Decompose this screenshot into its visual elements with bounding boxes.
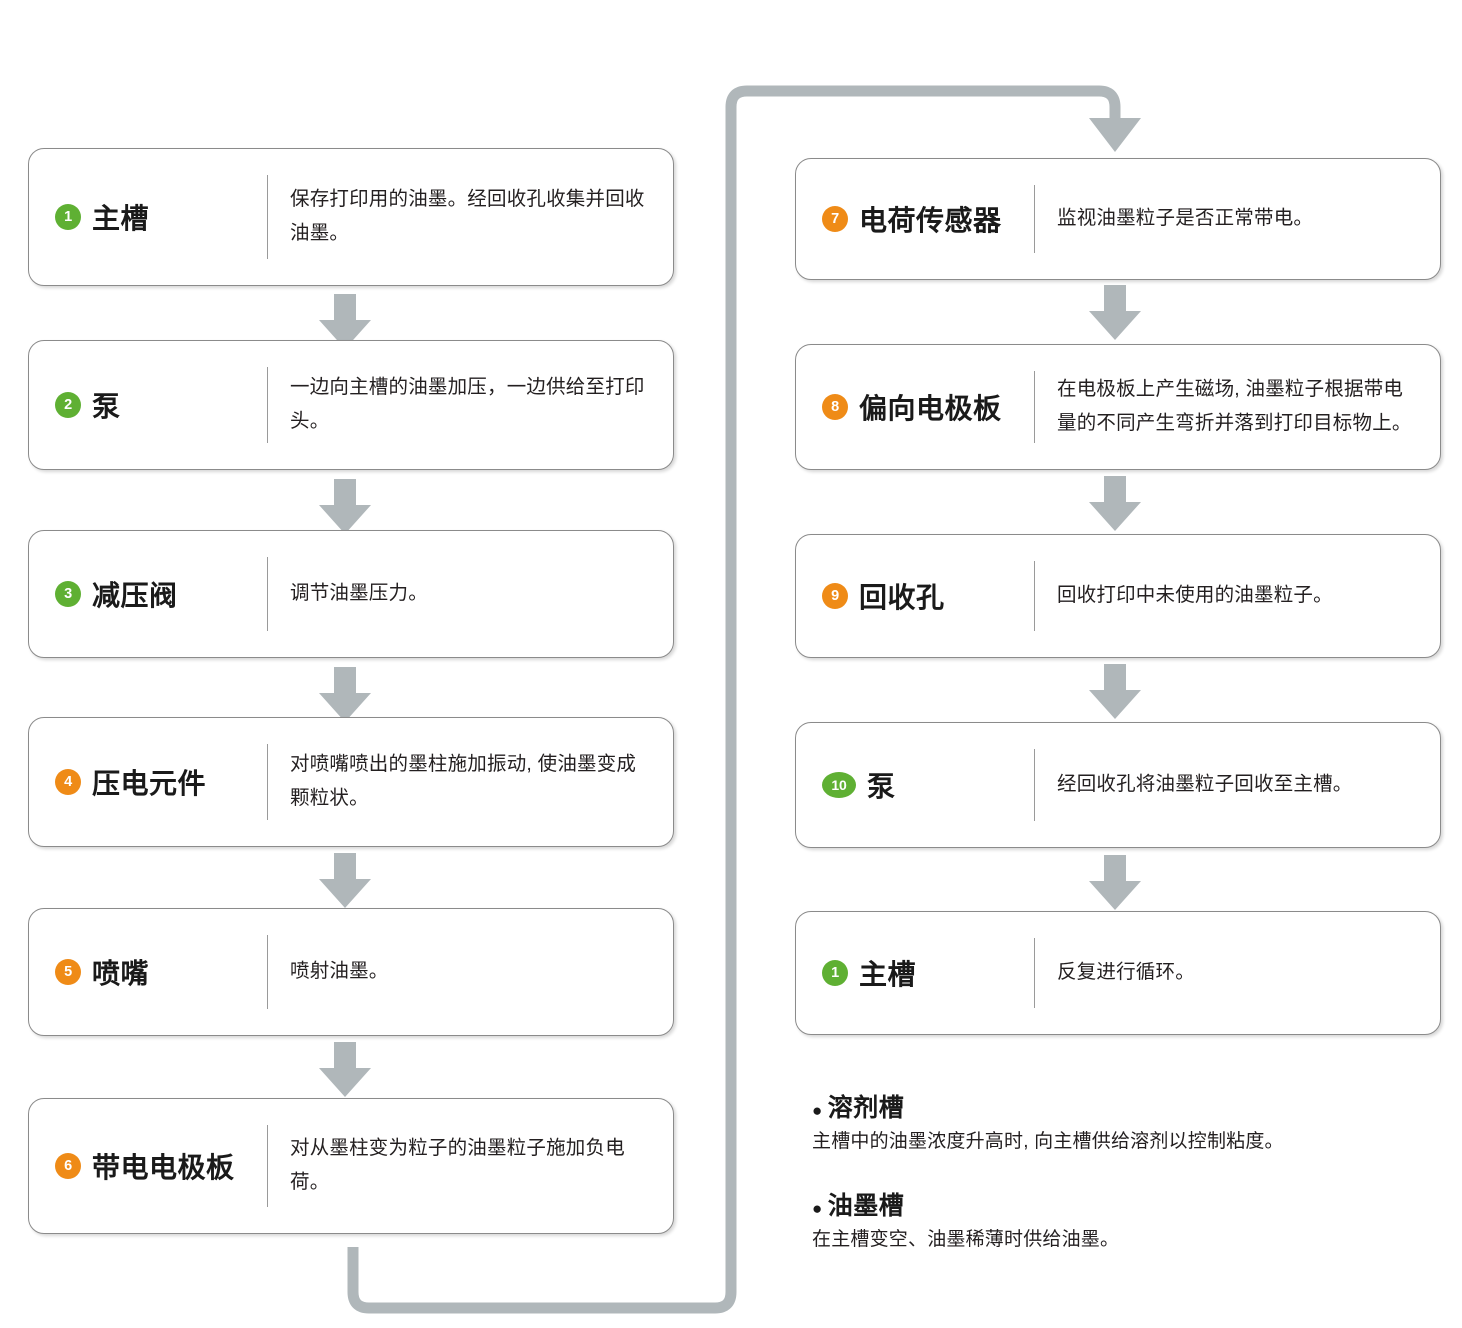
note-body: 在主槽变空、油墨稀薄时供给油墨。 — [812, 1229, 1120, 1250]
step-card-7[interactable]: 7 电荷传感器 监视油墨粒子是否正常带电。 — [795, 158, 1441, 280]
step-number-badge: 2 — [55, 392, 81, 418]
card-divider — [267, 175, 268, 259]
step-description-area: 反复进行循环。 — [1035, 912, 1440, 1034]
card-divider — [267, 935, 268, 1009]
step-title: 泵 — [92, 391, 121, 422]
card-divider — [1034, 749, 1035, 821]
step-title: 偏向电极板 — [859, 393, 1002, 424]
step-description: 回收打印中未使用的油墨粒子。 — [1057, 584, 1333, 607]
step-card-4[interactable]: 4 压电元件 对喷嘴喷出的墨柱施加振动, 使油墨变成颗粒状。 — [28, 717, 674, 847]
card-divider — [1034, 185, 1035, 253]
step-number-badge: 1 — [55, 204, 81, 230]
step-description-area: 回收打印中未使用的油墨粒子。 — [1035, 535, 1440, 657]
step-card-8-heading: 8 偏向电极板 — [796, 345, 1034, 469]
step-number-badge: 1 — [822, 960, 848, 986]
card-divider — [267, 367, 268, 443]
step-card-1-heading: 1 主槽 — [29, 149, 267, 285]
card-divider — [267, 1125, 268, 1207]
step-card-10[interactable]: 10 泵 经回收孔将油墨粒子回收至主槽。 — [795, 722, 1441, 848]
note-ink-tank: ● 油墨槽 在主槽变空、油墨稀薄时供给油墨。 — [812, 1186, 1462, 1255]
step-number-badge: 9 — [822, 583, 848, 609]
step-card-3-heading: 3 减压阀 — [29, 531, 267, 657]
step-description: 对喷嘴喷出的墨柱施加振动, 使油墨变成颗粒状。 — [290, 753, 637, 809]
step-description: 调节油墨压力。 — [290, 582, 428, 605]
note-solvent-tank: ● 溶剂槽 主槽中的油墨浓度升高时, 向主槽供给溶剂以控制粘度。 — [812, 1088, 1462, 1157]
step-title: 带电电极板 — [92, 1152, 235, 1183]
step-card-2-heading: 2 泵 — [29, 341, 267, 469]
arrow-step-5-to-6 — [319, 1042, 371, 1097]
step-card-3[interactable]: 3 减压阀 调节油墨压力。 — [28, 530, 674, 658]
step-description: 监视油墨粒子是否正常带电。 — [1057, 207, 1314, 230]
step-description-area: 调节油墨压力。 — [268, 531, 673, 657]
bullet-icon: ● — [812, 1199, 823, 1218]
step-number-badge: 3 — [55, 581, 81, 607]
step-description: 反复进行循环。 — [1057, 961, 1195, 984]
step-card-9-heading: 9 回收孔 — [796, 535, 1034, 657]
step-title: 减压阀 — [92, 580, 178, 611]
step-title: 主槽 — [859, 959, 917, 990]
arrow-step-7-to-8 — [1089, 285, 1141, 340]
step-number-badge: 10 — [822, 772, 856, 798]
step-card-8[interactable]: 8 偏向电极板 在电极板上产生磁场, 油墨粒子根据带电量的不同产生弯折并落到打印… — [795, 344, 1441, 470]
step-description-area: 喷射油墨。 — [268, 909, 673, 1035]
step-description: 经回收孔将油墨粒子回收至主槽。 — [1057, 773, 1353, 796]
step-description: 在电极板上产生磁场, 油墨粒子根据带电量的不同产生弯折并落到打印目标物上。 — [1057, 378, 1412, 434]
arrow-step-3-to-4 — [319, 667, 371, 722]
note-ink-tank-heading: ● 油墨槽 — [812, 1186, 1462, 1222]
step-description: 保存打印用的油墨。经回收孔收集并回收油墨。 — [290, 188, 645, 244]
step-card-1[interactable]: 1 主槽 保存打印用的油墨。经回收孔收集并回收油墨。 — [28, 148, 674, 286]
step-card-7-heading: 7 电荷传感器 — [796, 159, 1034, 279]
wrap-connector-arrowhead — [1089, 118, 1141, 152]
arrow-step-9-to-10 — [1089, 664, 1141, 719]
step-card-2[interactable]: 2 泵 一边向主槽的油墨加压，一边供给至打印头。 — [28, 340, 674, 470]
step-card-11-heading: 1 主槽 — [796, 912, 1034, 1034]
step-description-area: 保存打印用的油墨。经回收孔收集并回收油墨。 — [268, 149, 673, 285]
step-number-badge: 4 — [55, 769, 81, 795]
step-description-area: 一边向主槽的油墨加压，一边供给至打印头。 — [268, 341, 673, 469]
step-title: 电荷传感器 — [859, 205, 1002, 236]
step-card-10-heading: 10 泵 — [796, 723, 1034, 847]
step-title: 泵 — [867, 771, 896, 802]
card-divider — [267, 557, 268, 631]
card-divider — [267, 744, 268, 820]
step-description: 喷射油墨。 — [290, 960, 389, 983]
step-card-5[interactable]: 5 喷嘴 喷射油墨。 — [28, 908, 674, 1036]
step-title: 压电元件 — [92, 768, 207, 799]
card-divider — [1034, 561, 1035, 631]
step-card-11-main-tank[interactable]: 1 主槽 反复进行循环。 — [795, 911, 1441, 1035]
arrow-step-8-to-9 — [1089, 476, 1141, 531]
step-card-6-heading: 6 带电电极板 — [29, 1099, 267, 1233]
step-description-area: 在电极板上产生磁场, 油墨粒子根据带电量的不同产生弯折并落到打印目标物上。 — [1035, 345, 1440, 469]
step-number-badge: 5 — [55, 959, 81, 985]
step-card-9[interactable]: 9 回收孔 回收打印中未使用的油墨粒子。 — [795, 534, 1441, 658]
step-title: 主槽 — [92, 203, 150, 234]
step-number-badge: 6 — [55, 1153, 81, 1179]
note-title: 油墨槽 — [827, 1192, 905, 1220]
arrow-step-2-to-3 — [319, 479, 371, 534]
step-number-badge: 7 — [822, 206, 848, 232]
step-card-6[interactable]: 6 带电电极板 对从墨柱变为粒子的油墨粒子施加负电荷。 — [28, 1098, 674, 1234]
step-description-area: 经回收孔将油墨粒子回收至主槽。 — [1035, 723, 1440, 847]
step-number-badge: 8 — [822, 394, 848, 420]
arrow-step-4-to-5 — [319, 853, 371, 908]
bullet-icon: ● — [812, 1101, 823, 1120]
step-description: 一边向主槽的油墨加压，一边供给至打印头。 — [290, 376, 645, 432]
step-description-area: 监视油墨粒子是否正常带电。 — [1035, 159, 1440, 279]
step-description-area: 对喷嘴喷出的墨柱施加振动, 使油墨变成颗粒状。 — [268, 718, 673, 846]
step-card-5-heading: 5 喷嘴 — [29, 909, 267, 1035]
note-body: 主槽中的油墨浓度升高时, 向主槽供给溶剂以控制粘度。 — [812, 1131, 1284, 1152]
card-divider — [1034, 371, 1035, 443]
note-solvent-tank-heading: ● 溶剂槽 — [812, 1088, 1462, 1124]
note-title: 溶剂槽 — [827, 1094, 905, 1122]
step-description-area: 对从墨柱变为粒子的油墨粒子施加负电荷。 — [268, 1099, 673, 1233]
step-card-4-heading: 4 压电元件 — [29, 718, 267, 846]
step-title: 喷嘴 — [92, 958, 150, 989]
card-divider — [1034, 938, 1035, 1008]
step-description: 对从墨柱变为粒子的油墨粒子施加负电荷。 — [290, 1137, 625, 1193]
arrow-step-10-to-11 — [1089, 855, 1141, 910]
step-title: 回收孔 — [859, 582, 945, 613]
